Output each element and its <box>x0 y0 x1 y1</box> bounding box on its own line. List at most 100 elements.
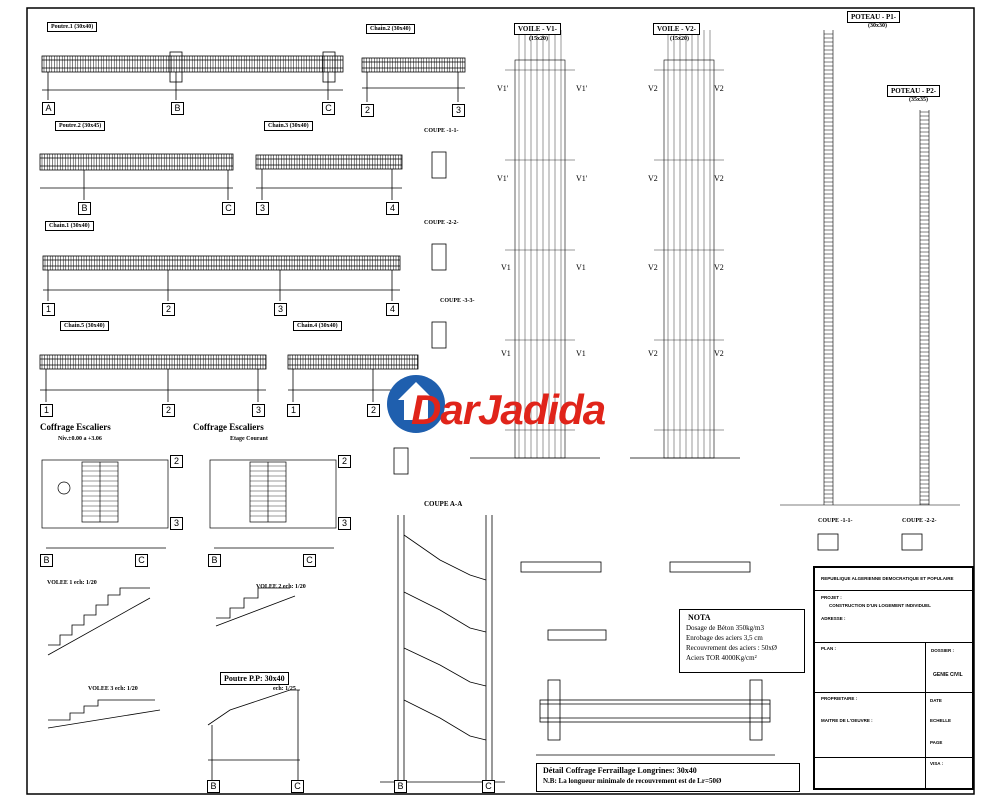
section-aa <box>380 515 505 783</box>
wall-mark: V2 <box>714 84 724 93</box>
axis-label: 3 <box>170 517 183 530</box>
section-title: COUPE -2-2- <box>902 518 937 524</box>
beam-title: Chain.1 (30x40) <box>45 221 94 231</box>
axis-label: 2 <box>162 404 175 417</box>
axis-label: C <box>322 102 335 115</box>
axis-label: 2 <box>361 104 374 117</box>
column-subtitle: (35x35) <box>909 97 928 103</box>
axis-label: 1 <box>40 404 53 417</box>
wall-title: VOILE - V2- <box>653 23 701 35</box>
title-block: REPUBLIQUE ALGERIENNE DEMOCRATIQUE ET PO… <box>813 566 974 790</box>
detail-caption: Détail Coffrage Ferraillage Longrines: 3… <box>536 763 800 792</box>
wall-mark: V2 <box>648 174 658 183</box>
axis-label: B <box>207 780 220 793</box>
section-title: COUPE -1-1- <box>424 128 459 134</box>
volee-title: VOLEE 3 ech: 1/20 <box>88 686 138 692</box>
notes-box: NOTA Dosage de Béton 350kg/m3 Enrobage d… <box>679 609 805 673</box>
wall-mark: V1 <box>501 349 511 358</box>
beam-title: Chain.3 (30x40) <box>264 121 313 131</box>
wall-mark: V2 <box>714 349 724 358</box>
section-title: COUPE A-A <box>424 500 463 508</box>
stair-flights <box>47 587 300 780</box>
note-line: Enrobage des aciers 3,5 cm <box>686 634 763 642</box>
project-label: PROJET : <box>821 595 842 600</box>
wall-title: VOILE - V1- <box>514 23 562 35</box>
section-title: COUPE -2-2- <box>424 220 459 226</box>
axis-label: B <box>394 780 407 793</box>
axis-label: 2 <box>170 455 183 468</box>
axis-label: B <box>208 554 221 567</box>
wall-mark: V1 <box>576 263 586 272</box>
axis-label: A <box>42 102 55 115</box>
axis-label: C <box>303 554 316 567</box>
stair-title: Coffrage Escaliers <box>40 422 111 432</box>
axis-label: B <box>78 202 91 215</box>
wall-mark: V1' <box>576 84 588 93</box>
axis-label: B <box>40 554 53 567</box>
beam-title: Poutre.1 (30x40) <box>47 22 98 32</box>
wall-mark: V2 <box>648 349 658 358</box>
axis-label: 3 <box>338 517 351 530</box>
architect-label: MAITRE DE L'OEUVRE : <box>821 718 873 723</box>
plan-label: PLAN : <box>821 646 836 651</box>
section-title: COUPE -3-3- <box>440 298 475 304</box>
owner-label: PROPRIETAIRE : <box>821 696 858 701</box>
wall-subtitle: (15x20) <box>670 36 689 42</box>
wall-mark: V1' <box>497 84 509 93</box>
section-details <box>393 151 923 641</box>
column-elevations <box>780 30 960 506</box>
scale-label: ech: 1/25 <box>273 686 296 692</box>
dossier-label: DOSSIER : <box>931 648 955 653</box>
volee-title: VOLEE 2 ech: 1/20 <box>256 584 306 590</box>
note-line: Dosage de Béton 350kg/m3 <box>686 624 764 632</box>
stair-subtitle: Niv.±0.00 a +3.06 <box>58 436 102 442</box>
beam-title: Chain.2 (30x40) <box>366 24 415 34</box>
wall-mark: V2 <box>648 263 658 272</box>
voile-elevations <box>470 59 740 459</box>
beam-elevations <box>39 51 466 402</box>
stair-title: Coffrage Escaliers <box>193 422 264 432</box>
beam-title: Chain.4 (30x40) <box>293 321 342 331</box>
watermark-logo: DarJadida <box>386 362 606 446</box>
axis-label: C <box>135 554 148 567</box>
scale-label: ECHELLE <box>930 718 952 723</box>
axis-label: 3 <box>256 202 269 215</box>
wall-mark: V1' <box>576 174 588 183</box>
axis-label: 4 <box>386 303 399 316</box>
wall-mark: V2 <box>714 263 724 272</box>
page-label: PAGE <box>930 740 943 745</box>
detail-note: N.B: La longueur minimale de recouvremen… <box>543 777 722 785</box>
project-description: CONSTRUCTION D'UN LOGEMENT INDIVIDUEL <box>829 603 931 608</box>
axis-label: C <box>222 202 235 215</box>
section-title: COUPE -1-1- <box>818 518 853 524</box>
column-title: POTEAU - P2- <box>887 85 941 97</box>
house-icon <box>387 375 445 433</box>
note-line: Recouvrement des aciers : 50xØ <box>686 644 777 652</box>
axis-label: 2 <box>162 303 175 316</box>
wall-mark: V1 <box>576 349 586 358</box>
axis-label: 3 <box>252 404 265 417</box>
beam-title: Poutre P.P: 30x40 <box>220 672 289 685</box>
watermark-text: DarJadida <box>411 386 606 433</box>
beam-title: Chain.5 (30x40) <box>60 321 109 331</box>
stair-subtitle: Etage Courant <box>230 436 268 442</box>
dossier-value: GENIE CIVIL <box>933 672 963 678</box>
axis-label: 4 <box>386 202 399 215</box>
address-label: ADRESSE : <box>821 616 846 621</box>
wall-mark: V1' <box>497 174 509 183</box>
axis-label: B <box>171 102 184 115</box>
wall-mark: V2 <box>648 84 658 93</box>
notes-title: NOTA <box>688 613 711 622</box>
axis-label: 1 <box>42 303 55 316</box>
column-title: POTEAU - P1- <box>847 11 901 23</box>
axis-label: 1 <box>287 404 300 417</box>
volee-title: VOLEE 1 ech: 1/20 <box>47 580 97 586</box>
wall-mark: V2 <box>714 174 724 183</box>
wall-mark: V1 <box>501 263 511 272</box>
axis-label: 2 <box>338 455 351 468</box>
stair-plans <box>41 459 337 549</box>
axis-label: 2 <box>367 404 380 417</box>
axis-label: C <box>482 780 495 793</box>
wall-subtitle: (15x20) <box>529 36 548 42</box>
longrine-detail <box>536 679 775 756</box>
